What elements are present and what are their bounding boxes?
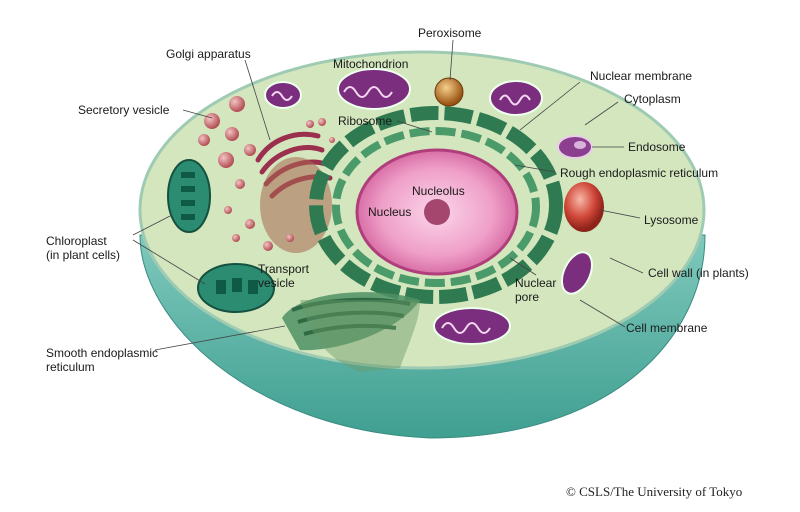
label-chloroplast: Chloroplast (in plant cells) (46, 234, 156, 262)
lysosome (564, 182, 604, 232)
label-smooth-er-line1: Smooth endoplasmic (46, 346, 159, 360)
copyright-notice: © CSLS/The University of Tokyo (566, 484, 743, 499)
label-smooth-er-line2: reticulum (46, 360, 95, 374)
peroxisome (434, 77, 464, 107)
label-peroxisome: Peroxisome (418, 26, 482, 40)
label-nucleolus: Nucleolus (412, 184, 465, 198)
label-rough-er: Rough endoplasmic reticulum (560, 166, 719, 180)
label-chloroplast-line1: Chloroplast (46, 234, 107, 248)
label-transport-vesicle: Transport vesicle (258, 262, 328, 290)
label-chloroplast-line2: (in plant cells) (46, 248, 121, 262)
leader-lines (132, 39, 644, 351)
chloroplasts (167, 159, 275, 313)
label-smooth-er: Smooth endoplasmic reticulum (46, 346, 186, 374)
label-ribosome: Ribosome (338, 114, 393, 128)
label-nuclear-membrane: Nuclear membrane (590, 69, 693, 83)
label-nuclear-pore: Nuclear pore (515, 276, 575, 304)
nucleolus (424, 199, 450, 225)
label-nuclear-pore-line2: pore (515, 290, 540, 304)
label-cell-wall: Cell wall (in plants) (648, 266, 749, 280)
rough-er-outer (309, 106, 563, 304)
rough-er-inner (332, 127, 540, 287)
label-cytoplasm: Cytoplasm (624, 92, 681, 106)
label-transport-vesicle-line1: Transport (258, 262, 309, 276)
label-endosome: Endosome (628, 140, 686, 154)
mitochondria (264, 68, 594, 345)
label-mitochondrion: Mitochondrion (333, 57, 409, 71)
label-secretory-vesicle: Secretory vesicle (78, 103, 170, 117)
label-nuclear-pore-line1: Nuclear (515, 276, 557, 290)
label-transport-vesicle-line2: vesicle (258, 276, 295, 290)
smooth-er (282, 292, 420, 372)
label-nucleus: Nucleus (368, 205, 412, 219)
label-cell-membrane: Cell membrane (626, 321, 708, 335)
label-lysosome: Lysosome (644, 213, 699, 227)
endosome-inner (574, 141, 586, 149)
label-golgi-apparatus: Golgi apparatus (166, 47, 251, 61)
